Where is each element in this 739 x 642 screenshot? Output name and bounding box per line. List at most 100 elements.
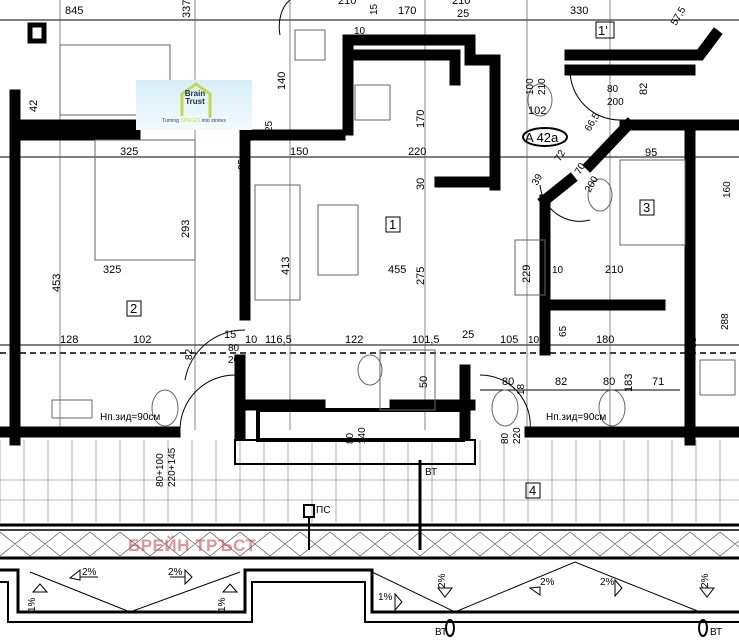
unit-label: A 42a — [525, 130, 559, 145]
svg-text:1%: 1% — [217, 597, 228, 612]
svg-text:102: 102 — [133, 334, 151, 346]
svg-text:200: 200 — [583, 174, 601, 194]
parapet-note: Нп.зид=90см — [546, 412, 606, 423]
svg-text:100: 100 — [525, 78, 536, 95]
svg-text:80: 80 — [603, 376, 615, 388]
svg-text:80: 80 — [500, 432, 511, 444]
svg-text:18: 18 — [516, 383, 527, 395]
room-labels: 1 2 3 4 1' A 42a — [126, 21, 655, 499]
svg-text:72: 72 — [553, 148, 568, 164]
svg-text:210: 210 — [452, 0, 470, 7]
svg-text:80: 80 — [502, 376, 514, 388]
balcony-parapet — [0, 523, 739, 623]
svg-text:65: 65 — [558, 325, 569, 337]
svg-text:ВТ: ВТ — [425, 467, 437, 478]
svg-text:105: 105 — [500, 334, 518, 346]
svg-text:288: 288 — [720, 313, 731, 330]
svg-text:66,5: 66,5 — [583, 111, 602, 134]
room-label-1-prime: 1' — [598, 23, 608, 38]
svg-text:455: 455 — [388, 264, 406, 276]
svg-text:220+145: 220+145 — [167, 447, 178, 487]
furniture — [51, 29, 736, 427]
svg-text:30: 30 — [415, 178, 427, 190]
slope-arrows: 2% 2% 2% 2% 2% 2% 1% 1% 1% — [27, 567, 716, 612]
svg-text:42: 42 — [28, 100, 40, 112]
svg-text:25: 25 — [264, 120, 275, 132]
svg-text:128: 128 — [60, 334, 78, 346]
svg-text:57,5: 57,5 — [669, 5, 688, 28]
svg-text:101,5: 101,5 — [412, 334, 440, 346]
svg-text:2%: 2% — [600, 577, 615, 588]
dimension-lines — [0, 0, 739, 430]
svg-text:2%: 2% — [168, 567, 183, 578]
drain-symbols: ПС ВТ ВТ ВТ — [303, 460, 722, 638]
svg-text:170: 170 — [415, 110, 427, 128]
svg-text:50: 50 — [418, 376, 430, 388]
svg-text:183: 183 — [623, 374, 635, 392]
svg-text:845: 845 — [65, 5, 83, 17]
svg-text:82: 82 — [555, 376, 567, 388]
svg-text:70: 70 — [573, 161, 588, 177]
svg-text:80+100: 80+100 — [155, 453, 166, 487]
svg-text:10: 10 — [354, 26, 366, 37]
svg-text:337: 337 — [181, 0, 193, 18]
svg-text:170: 170 — [398, 5, 416, 17]
logo-word-1: Brain — [184, 89, 206, 98]
svg-text:15: 15 — [369, 3, 380, 15]
svg-text:2%: 2% — [82, 567, 97, 578]
svg-text:330: 330 — [570, 5, 588, 17]
svg-text:85: 85 — [688, 336, 699, 348]
svg-text:10: 10 — [245, 334, 257, 346]
svg-text:39: 39 — [530, 172, 545, 188]
parapet-note: Нп.зид=90см — [100, 412, 160, 423]
room-label-4: 4 — [529, 483, 536, 498]
svg-text:140: 140 — [276, 72, 288, 90]
svg-text:25: 25 — [457, 8, 469, 20]
svg-text:ВТ: ВТ — [435, 627, 447, 638]
balcony-floor-grid — [0, 440, 739, 522]
svg-text:80: 80 — [345, 432, 356, 444]
svg-text:325: 325 — [103, 264, 121, 276]
svg-text:2%: 2% — [437, 573, 448, 588]
svg-text:453: 453 — [51, 274, 63, 292]
svg-text:150: 150 — [290, 146, 308, 158]
svg-text:122: 122 — [345, 334, 363, 346]
svg-text:220: 220 — [512, 427, 523, 444]
svg-text:160: 160 — [722, 181, 733, 198]
svg-text:1%: 1% — [27, 597, 38, 612]
svg-text:10: 10 — [528, 335, 540, 346]
walls — [0, 22, 739, 465]
svg-text:275: 275 — [415, 267, 427, 285]
svg-text:210: 210 — [605, 264, 623, 276]
svg-text:25: 25 — [237, 158, 248, 170]
logo-tagline: Turning SPACES into stories — [162, 118, 226, 124]
svg-text:ВТ: ВТ — [710, 627, 722, 638]
svg-text:180: 180 — [596, 334, 614, 346]
svg-text:95: 95 — [645, 147, 657, 159]
svg-text:ПС: ПС — [316, 505, 330, 516]
svg-text:220: 220 — [408, 146, 426, 158]
svg-text:293: 293 — [180, 220, 192, 238]
svg-text:325: 325 — [120, 146, 138, 158]
svg-text:71: 71 — [652, 376, 664, 388]
svg-text:229: 229 — [521, 265, 533, 283]
svg-text:200: 200 — [607, 97, 624, 108]
logo-word-2: Trust — [185, 97, 205, 106]
svg-text:82: 82 — [638, 83, 650, 95]
svg-text:25: 25 — [462, 329, 474, 341]
doors — [179, 0, 621, 431]
svg-text:82: 82 — [184, 348, 195, 360]
svg-text:210: 210 — [338, 0, 356, 7]
svg-text:140: 140 — [357, 427, 368, 444]
svg-text:15: 15 — [224, 329, 236, 341]
svg-text:1%: 1% — [378, 592, 393, 603]
svg-text:210: 210 — [537, 78, 548, 95]
svg-text:413: 413 — [280, 257, 292, 275]
svg-text:116,5: 116,5 — [265, 334, 292, 346]
room-label-2: 2 — [130, 301, 137, 316]
house-logo-icon — [180, 82, 212, 118]
svg-text:2%: 2% — [540, 577, 555, 588]
room-label-1: 1 — [389, 217, 396, 232]
